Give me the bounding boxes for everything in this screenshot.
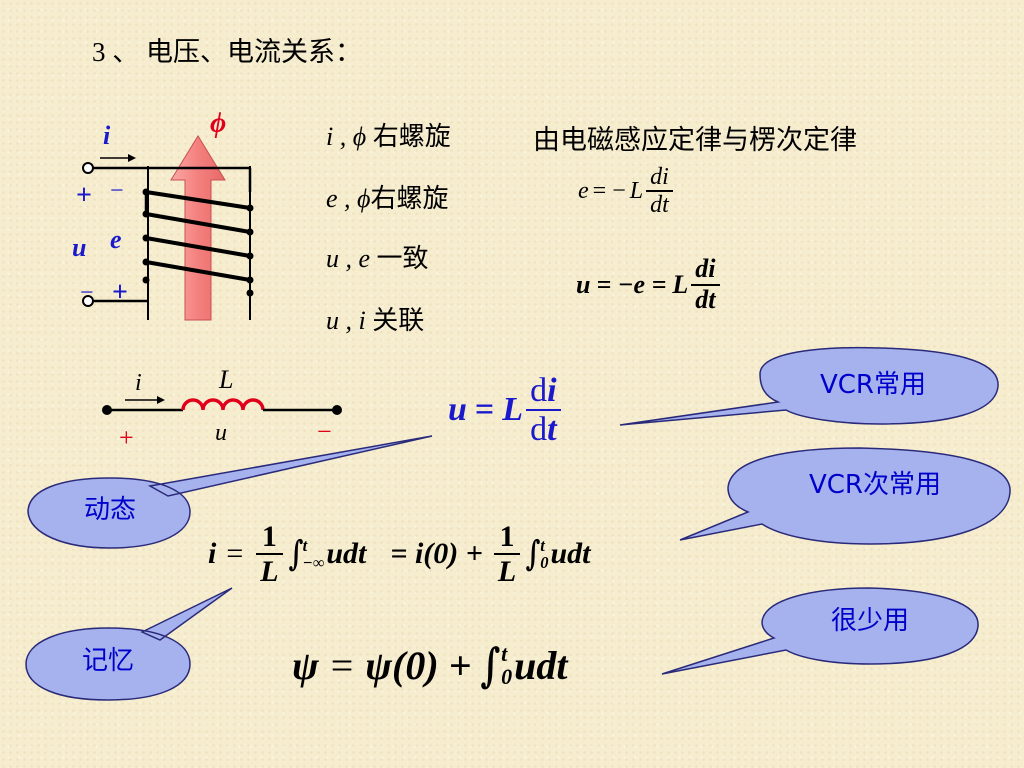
bubble-memory-label: 记忆	[81, 646, 134, 676]
int-limits: t−∞	[302, 535, 325, 572]
relation-vars: e , ϕ	[326, 184, 371, 213]
slide-title: 3 、 电压、电流关系：	[92, 37, 362, 67]
int-L2: L	[493, 553, 521, 588]
int-d: dt	[343, 537, 367, 570]
vcr-eq: =	[474, 391, 495, 429]
relation-text: 右螺旋	[370, 184, 449, 213]
relation-3: u , e 一致	[326, 238, 429, 275]
vcr-num-d: d	[530, 372, 548, 409]
inductor-symbol: i L u + −	[102, 365, 342, 452]
flux-rhs: ψ(0) +	[365, 642, 472, 688]
integral-sign: ∫	[288, 534, 304, 574]
eq2-den: dt	[691, 283, 720, 315]
coil-flux-label: ϕ	[210, 108, 226, 139]
coil-emf-label: e	[110, 225, 122, 254]
eq1-coef: L	[629, 177, 644, 204]
flux-eq: =	[330, 642, 354, 688]
flux-arrow	[170, 135, 226, 321]
relation-vars: i , ϕ	[326, 122, 367, 151]
relation-2: e , ϕ右螺旋	[326, 178, 449, 215]
coil-plus-bottom: +	[112, 277, 128, 308]
inductor-L-label: L	[218, 365, 233, 394]
int-upper2: t	[540, 535, 545, 555]
coil-diagram: i ϕ + − u e − +	[72, 108, 254, 321]
vcr-den-d: d	[530, 411, 548, 449]
flux-lower: 0	[501, 664, 513, 689]
flux-integral-sign: ∫	[480, 638, 501, 692]
int-upper: t	[302, 535, 308, 555]
coil-voltage-label: u	[72, 233, 86, 262]
coil-minus-bottom: −	[80, 280, 94, 306]
eq1-op: = −	[592, 177, 626, 204]
vcr-coef: L	[502, 391, 524, 429]
flux-d: dt	[536, 642, 568, 688]
vcr-num-i: i	[547, 372, 557, 409]
law-heading: 由电磁感应定律与楞次定律	[533, 125, 857, 155]
int-d2: dt	[567, 537, 591, 570]
int-lower2: 0	[540, 553, 549, 572]
eq2-fraction: di dt	[691, 254, 720, 315]
inductor-current-label: i	[135, 370, 142, 396]
int-frac-1: 1 L	[256, 520, 283, 588]
int-one2: 1	[499, 520, 515, 553]
vcr-fraction: di dt	[526, 372, 561, 449]
relation-vars: u , i	[326, 306, 366, 335]
eq2-num: di	[695, 254, 716, 283]
eq2-lhs: u	[576, 269, 591, 299]
int-lhs: i	[208, 537, 217, 570]
eq1-den: dt	[646, 190, 673, 218]
vcr-lhs: u	[448, 391, 467, 429]
inductor-plus: +	[119, 423, 134, 452]
vcr-num: di	[526, 372, 560, 409]
inductor-voltage-label: u	[215, 420, 227, 446]
vcr-den-t: t	[547, 411, 557, 449]
inductor-minus: −	[317, 417, 332, 446]
coil-plus-top: +	[76, 180, 92, 211]
relation-vars: u , e	[326, 244, 371, 273]
int-integrand: u	[326, 537, 344, 570]
integral-sign-2: ∫	[525, 534, 541, 574]
bubble-memory	[25, 587, 233, 701]
int-lower: −∞	[302, 553, 325, 572]
relation-text: 关联	[365, 306, 425, 335]
int-integrand2: u	[550, 537, 568, 570]
bubble-dynamic-label: 动态	[83, 495, 136, 525]
int-eq2: = i(0) +	[390, 537, 483, 570]
int-one: 1	[261, 520, 277, 553]
relation-4: u , i 关联	[326, 300, 424, 337]
vcr-equation: u = L di dt	[448, 372, 564, 449]
flux-integrand: u	[514, 642, 537, 688]
eq2-coef: L	[672, 269, 689, 299]
flux-upper: t	[501, 640, 508, 666]
flux-lhs: ψ	[292, 642, 319, 688]
bubble-less-common-label: VCR次常用	[808, 470, 941, 500]
int-eq: =	[226, 537, 244, 570]
emf-equation: e = − L di dt	[578, 164, 676, 219]
int-frac-2: 1 L	[493, 520, 521, 588]
bubble-common-label: VCR常用	[819, 370, 926, 400]
eq1-lhs: e	[578, 177, 589, 204]
coil-minus-top: −	[110, 178, 124, 204]
eq1-num: di	[650, 164, 669, 190]
vcr-den: dt	[526, 409, 561, 449]
relation-text: 右螺旋	[366, 122, 451, 151]
relation-text: 一致	[370, 244, 429, 273]
int-L: L	[256, 553, 283, 588]
bubble-rare-label: 很少用	[830, 606, 909, 636]
coil-current-label: i	[103, 121, 111, 150]
relation-1: i , ϕ 右螺旋	[326, 116, 451, 153]
inductor-coil	[181, 398, 265, 411]
eq1-fraction: di dt	[646, 164, 673, 219]
eq2-mid: = −e =	[596, 269, 667, 299]
voltage-equation: u = −e = L di dt	[576, 254, 723, 315]
